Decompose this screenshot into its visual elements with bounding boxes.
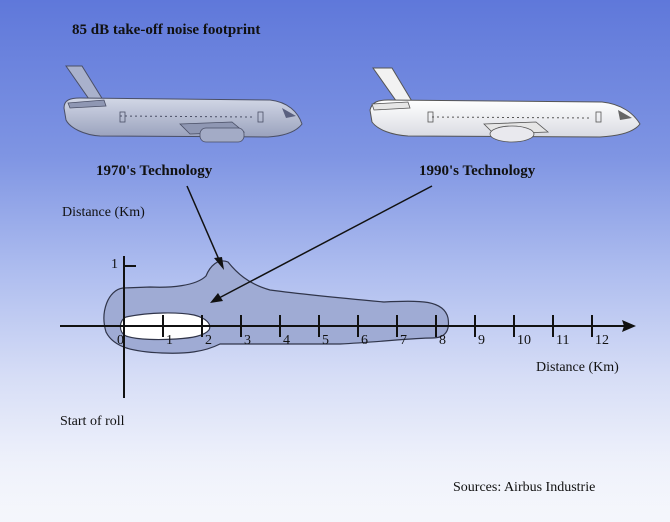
figure-title: 85 dB take-off noise footprint — [72, 22, 261, 38]
x-tick-label-11: 11 — [556, 333, 569, 348]
x-tick-label-0: 0 — [117, 333, 124, 348]
source-label: Sources: Airbus Industrie — [453, 480, 596, 495]
x-tick-label-4: 4 — [283, 333, 290, 348]
x-tick-label-7: 7 — [400, 333, 407, 348]
start-of-roll-label: Start of roll — [60, 414, 125, 429]
x-tick-label-2: 2 — [205, 333, 212, 348]
x-tick-label-10: 10 — [517, 333, 531, 348]
page-bottom-fade — [0, 445, 670, 522]
x-tick-label-5: 5 — [322, 333, 329, 348]
x-tick-label-1: 1 — [166, 333, 173, 348]
y-tick-label-1: 1 — [111, 257, 118, 272]
x-tick-label-3: 3 — [244, 333, 251, 348]
pointer-1990-arrow — [210, 185, 433, 303]
x-tick-label-6: 6 — [361, 333, 368, 348]
pointer-1970-arrow — [186, 185, 224, 270]
label-1970-technology: 1970's Technology — [96, 163, 213, 179]
x-tick-label-9: 9 — [478, 333, 485, 348]
y-axis-label: Distance (Km) — [62, 205, 145, 220]
label-1990-technology: 1990's Technology — [419, 163, 536, 179]
x-tick-label-12: 12 — [595, 333, 609, 348]
x-tick-label-8: 8 — [439, 333, 446, 348]
aircraft-1970-icon — [63, 65, 303, 143]
x-axis-arrow-icon — [622, 320, 636, 332]
aircraft-1990-icon — [369, 67, 641, 143]
x-axis-label: Distance (Km) — [536, 360, 619, 375]
